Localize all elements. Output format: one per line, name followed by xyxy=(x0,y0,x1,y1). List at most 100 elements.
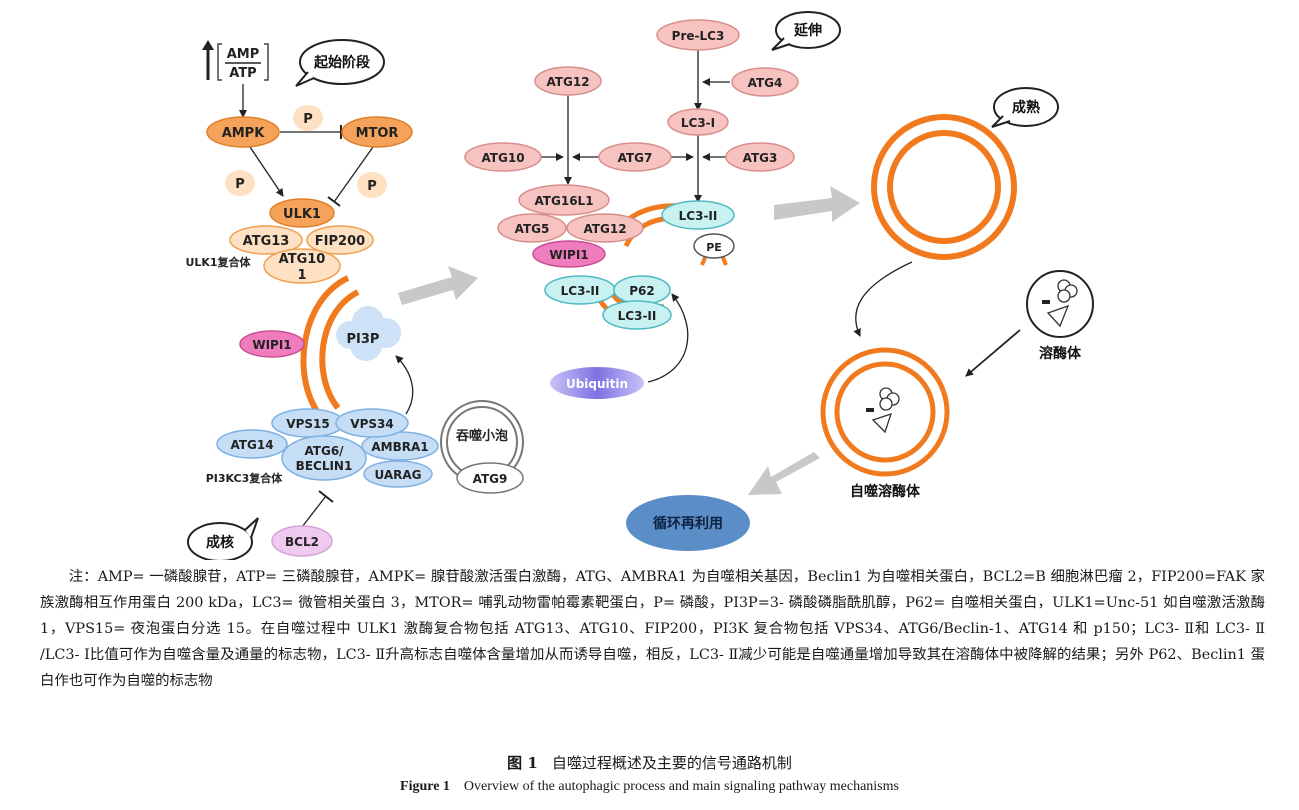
autophagosome-inner xyxy=(887,130,1001,244)
atg3-label: ATG3 xyxy=(743,151,778,165)
maturation-bubble-tail xyxy=(991,115,1011,128)
vesicle-label: 吞噬小泡 xyxy=(456,428,508,444)
atg12-top-node xyxy=(534,66,602,96)
edge-lysosome-autolysosome xyxy=(965,329,1021,377)
ulk1-complex-label: ULK1复合体 xyxy=(185,255,251,269)
phospho-label-3: P xyxy=(367,179,377,194)
initiation-stage-label: 起始阶段 xyxy=(313,54,370,71)
lc3-ii-node-a xyxy=(661,200,735,230)
recycle-node xyxy=(626,495,750,551)
initiation-stage-bubble xyxy=(299,39,385,85)
atg12-label: ATG12 xyxy=(583,222,626,236)
bcl2-node xyxy=(271,525,333,557)
edge-vps34-pi3p xyxy=(395,355,414,415)
flow-arrow-1 xyxy=(398,266,478,305)
atg9-label: ATG9 xyxy=(473,472,508,486)
wipi1-label: WIPI1 xyxy=(252,338,291,352)
phospho-label-2: P xyxy=(235,177,245,192)
atg16l1-node xyxy=(518,184,610,216)
lc3-ii-label-a: LC3-II xyxy=(679,209,718,223)
atg9-node xyxy=(456,462,524,494)
phospho-node-1 xyxy=(293,105,323,131)
nucleation-stage-label: 成核 xyxy=(206,534,234,551)
phagophore-outer-arc xyxy=(300,275,350,420)
wipi1-node xyxy=(239,330,305,358)
lc3-ii-label-c: LC3-II xyxy=(618,309,657,323)
autolysosome-label: 自噬溶酶体 xyxy=(850,483,921,500)
pi3p-label: PI3P xyxy=(347,332,380,347)
increase-arrowhead-icon xyxy=(202,40,214,50)
wipi1-node-elongation xyxy=(532,240,606,268)
atg101-node xyxy=(263,248,341,284)
ratio-numerator: AMP xyxy=(227,47,260,62)
autophagy-diagram: AMP ATP 起始阶段 AMPK P MTOR P P ULK1 ATG13 … xyxy=(185,11,1094,560)
atg16l1-label: ATG16L1 xyxy=(534,194,593,208)
ratio-denominator: ATP xyxy=(229,66,256,81)
maturation-stage-label: 成熟 xyxy=(1012,99,1040,116)
atg7-label: ATG7 xyxy=(618,151,653,165)
initiation-bubble-tail xyxy=(295,71,315,87)
ampk-node xyxy=(206,116,280,148)
pre-lc3-node xyxy=(656,19,740,51)
atg13-label: ATG13 xyxy=(243,234,290,249)
atg12-top-label: ATG12 xyxy=(546,75,589,89)
pe-label: PE xyxy=(706,241,722,254)
nucleation-panel: WIPI1 PI3P ATG14 UARAG AMBRA1 VPS15 VPS3… xyxy=(187,275,524,560)
atg5-label: ATG5 xyxy=(515,222,550,236)
figure-title-en: Overview of the autophagic process and m… xyxy=(463,779,899,794)
atg6-label-line1: ATG6/ xyxy=(304,444,344,458)
lc3-ii-label-b: LC3-II xyxy=(561,284,600,298)
edge-autophagosome-autolysosome xyxy=(853,261,913,337)
atg6-label-line2: BECLIN1 xyxy=(296,459,353,473)
ubiquitin-node xyxy=(550,367,644,399)
atg13-node xyxy=(229,225,303,255)
maturation-panel: 成熟 溶酶体 自噬溶酶体 循环再利用 xyxy=(626,87,1094,551)
pi3kc3-complex-label: PI3KC3复合体 xyxy=(206,471,284,485)
edge-ampk-ulk1 xyxy=(249,146,284,197)
atg6-beclin1-node xyxy=(281,435,367,481)
vps34-node xyxy=(335,408,409,438)
phagophore-inner-arc xyxy=(319,289,360,410)
phospho-label-1: P xyxy=(303,112,313,127)
bcl2-label: BCL2 xyxy=(285,535,319,549)
atg101-label-line2: 1 xyxy=(297,268,306,283)
pe-node xyxy=(693,233,735,259)
phospho-node-2 xyxy=(225,170,255,196)
elongation-panel: 延伸 Pre-LC3 ATG4 LC3-I ATG12 ATG10 ATG7 A… xyxy=(464,11,841,399)
autolysosome-contents-icon xyxy=(866,387,900,434)
edge-bcl2-beclin1 xyxy=(301,495,327,528)
figure-note: 注：AMP= 一磷酸腺苷，ATP= 三磷酸腺苷，AMPK= 腺苷酸激活蛋白激酶，… xyxy=(40,569,1265,689)
pi3p-cloud-icon xyxy=(336,306,401,361)
flow-arrow-2 xyxy=(774,186,860,222)
edge-ubiquitin-p62 xyxy=(647,293,689,383)
pre-lc3-label: Pre-LC3 xyxy=(672,29,725,43)
lc3-i-label: LC3-I xyxy=(681,116,715,130)
lysosome-label: 溶酶体 xyxy=(1039,345,1082,362)
autophagosome-outer xyxy=(871,114,1017,260)
atg4-node xyxy=(731,67,799,97)
lc3-ii-node-c xyxy=(602,300,672,330)
atg101-label-line1: ATG10 xyxy=(279,252,326,267)
figure-number-cn: 图 1 xyxy=(507,754,538,772)
atg12-node xyxy=(566,213,644,243)
ratio-bracket-left xyxy=(217,43,222,81)
atg10-label: ATG10 xyxy=(481,151,524,165)
flow-arrow-3 xyxy=(748,452,820,495)
inhibit-bar-beclin1 xyxy=(318,490,334,503)
atg7-node xyxy=(598,142,672,172)
nucleation-stage-bubble xyxy=(187,522,253,560)
autolysosome-inner xyxy=(834,361,936,463)
flow-arrows xyxy=(398,186,860,495)
fip200-label: FIP200 xyxy=(315,234,365,249)
lysosome-contents-icon xyxy=(1042,279,1078,328)
ampk-label: AMPK xyxy=(222,126,266,141)
atg4-label: ATG4 xyxy=(748,76,783,90)
vps15-label: VPS15 xyxy=(286,417,329,431)
uvrag-label: UARAG xyxy=(374,468,421,482)
lc3-i-node xyxy=(667,108,729,136)
atg10-node xyxy=(464,142,542,172)
atg3-node xyxy=(725,142,795,172)
phospho-node-3 xyxy=(357,172,387,198)
